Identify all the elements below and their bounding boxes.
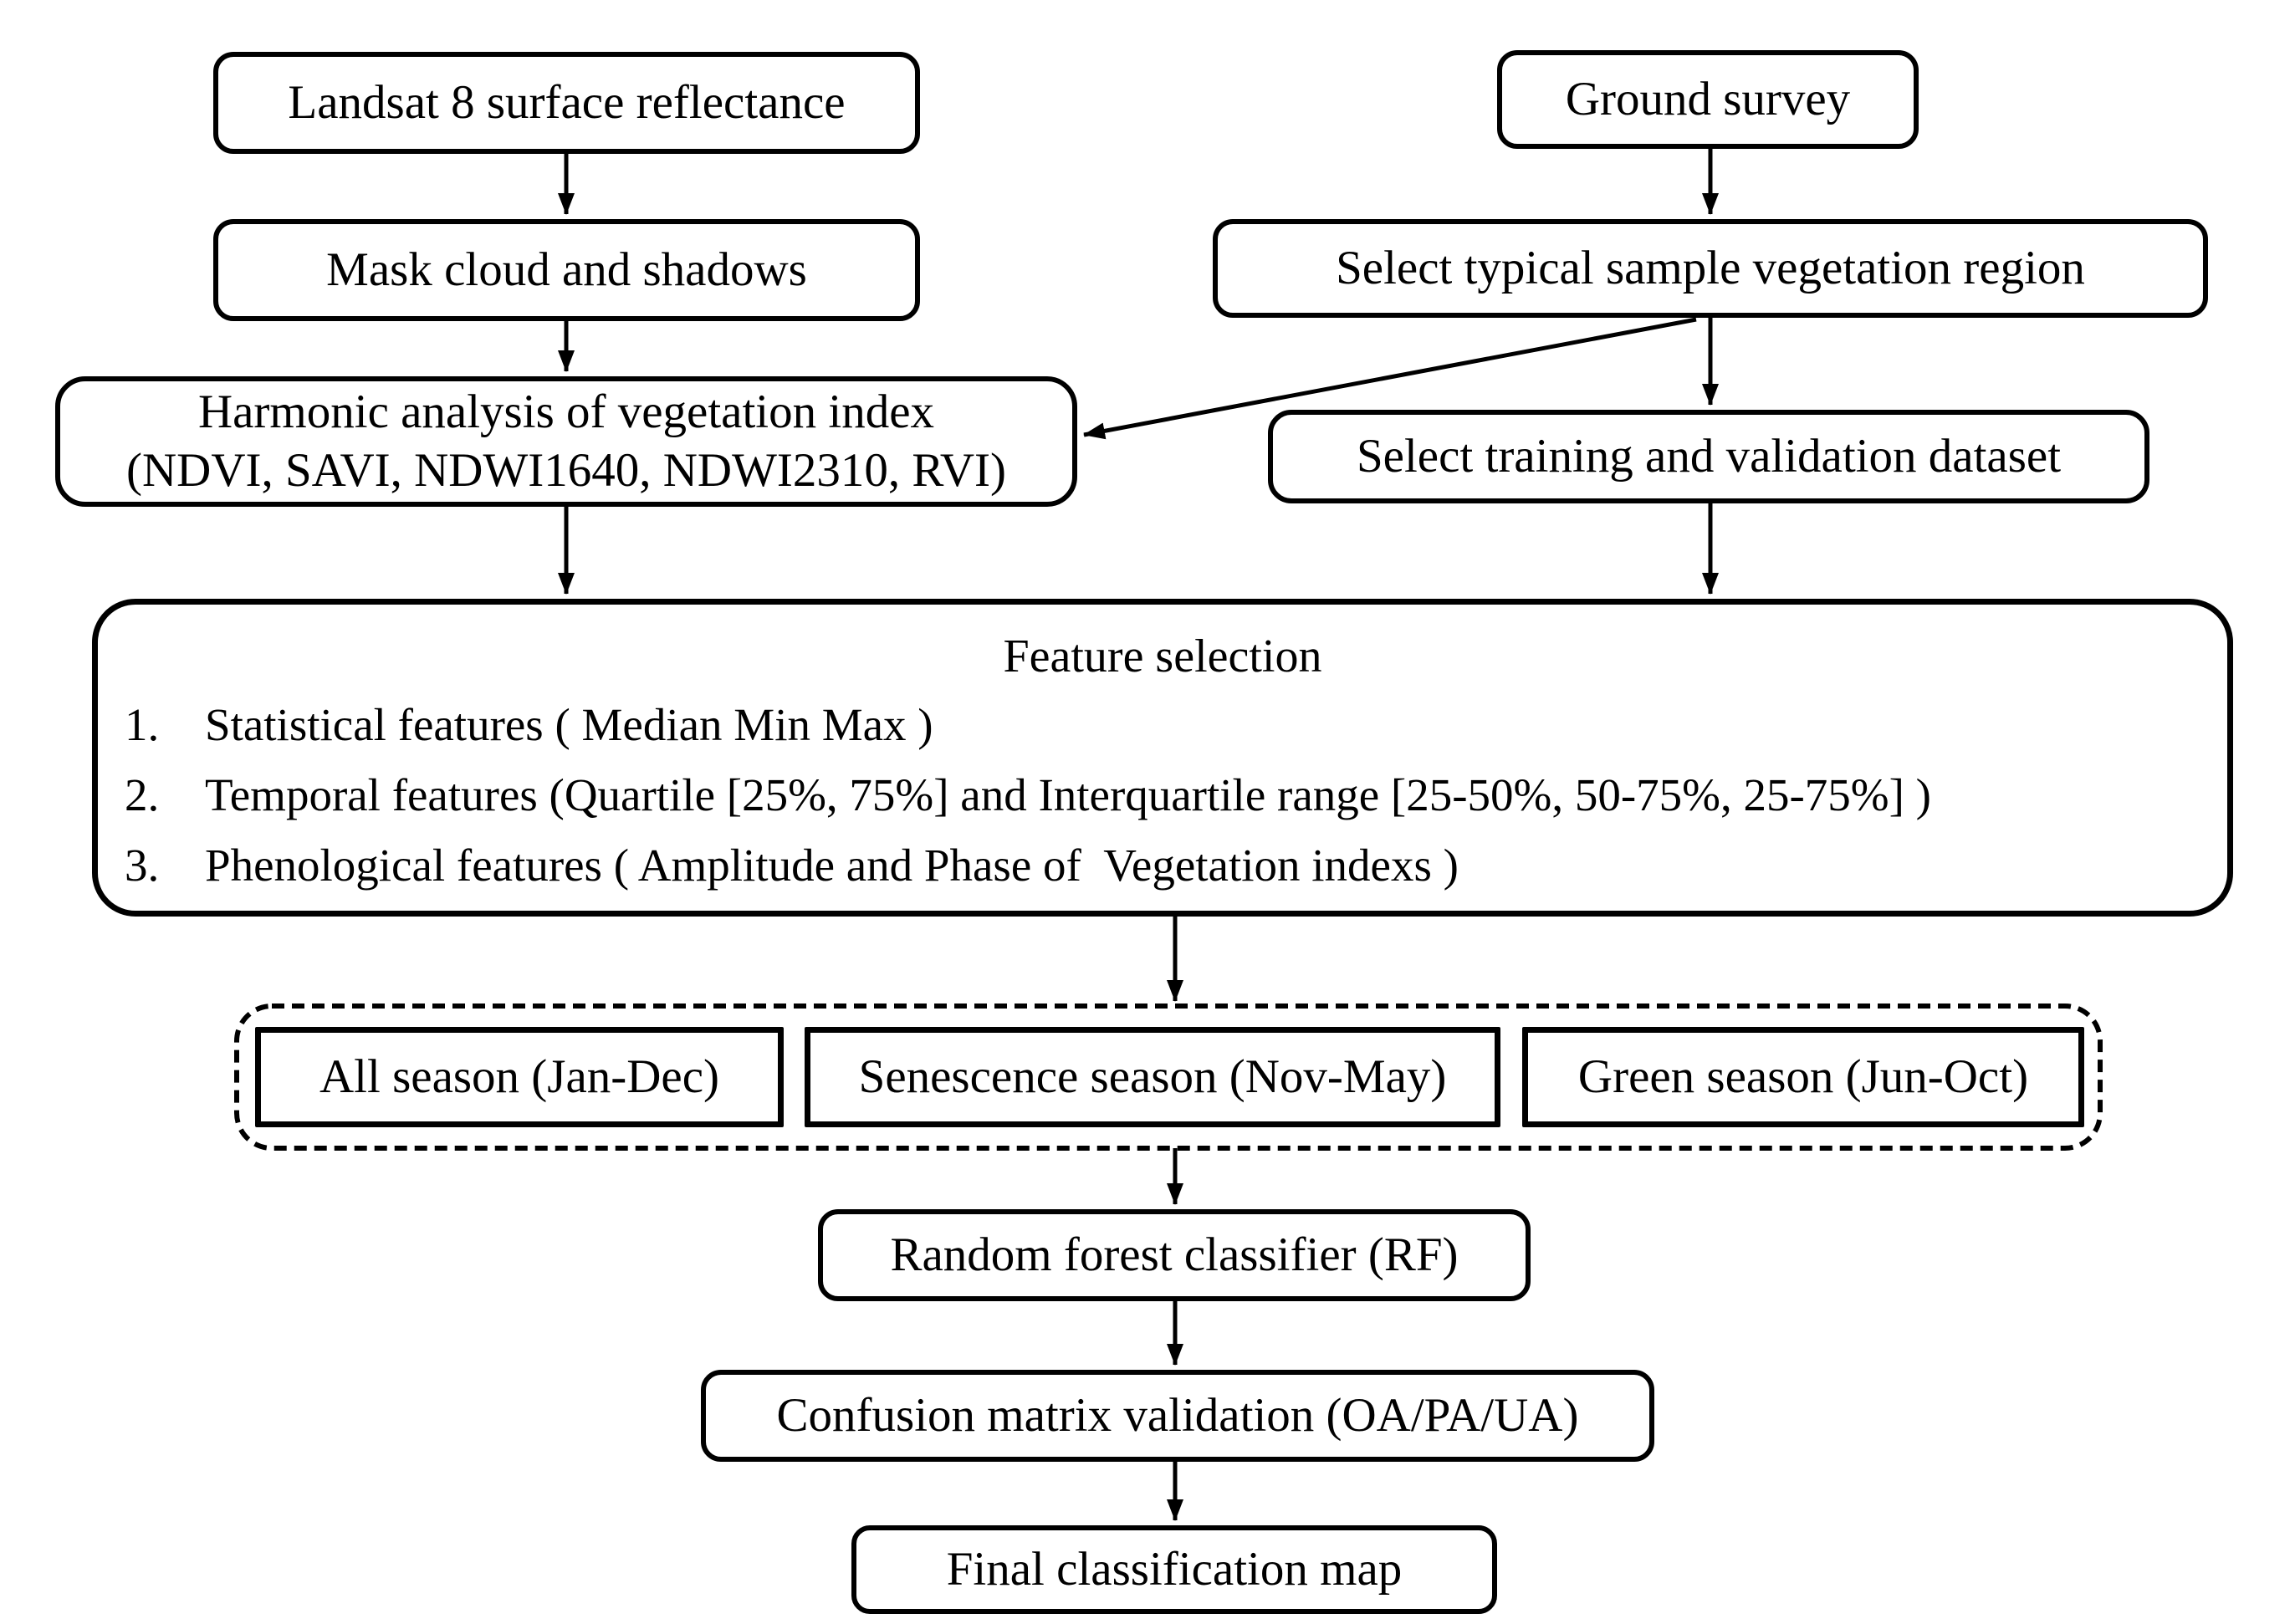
node-landsat-label: Landsat 8 surface reflectance — [288, 76, 846, 130]
node-final-map-label: Final classification map — [946, 1543, 1403, 1596]
node-random-forest: Random forest classifier (RF) — [818, 1209, 1531, 1301]
feature-selection-item: 1. Statistical features ( Median Min Max… — [98, 690, 2227, 760]
node-all-season: All season (Jan-Dec) — [255, 1027, 784, 1127]
feature-selection-item: 2. Temporal features (Quartile [25%, 75%… — [98, 760, 2227, 830]
feature-item-text: Temporal features (Quartile [25%, 75%] a… — [205, 769, 1931, 820]
feature-item-number: 1. — [125, 699, 160, 750]
node-random-forest-label: Random forest classifier (RF) — [890, 1228, 1459, 1282]
node-senescence-season-label: Senescence season (Nov-May) — [858, 1050, 1447, 1104]
node-confusion-matrix: Confusion matrix validation (OA/PA/UA) — [701, 1370, 1654, 1462]
node-feature-selection: Feature selection 1. Statistical feature… — [92, 599, 2233, 917]
feature-item-text: Phenological features ( Amplitude and Ph… — [205, 840, 1459, 891]
arrow-select-typical-to-harmonic — [1083, 317, 1697, 440]
node-green-season: Green season (Jun-Oct) — [1522, 1027, 2084, 1127]
node-harmonic-line1: Harmonic analysis of vegetation index — [197, 386, 935, 438]
feature-selection-title: Feature selection — [1003, 631, 1322, 682]
node-mask-cloud-label: Mask cloud and shadows — [326, 243, 807, 297]
node-select-training: Select training and validation dataset — [1268, 410, 2149, 503]
node-all-season-label: All season (Jan-Dec) — [319, 1050, 719, 1104]
node-harmonic-line2: (NDVI, SAVI, NDWI1640, NDWI2310, RVI) — [126, 444, 1006, 497]
feature-selection-item: 3. Phenological features ( Amplitude and… — [98, 830, 2227, 901]
node-ground-survey-label: Ground survey — [1565, 73, 1851, 126]
node-confusion-matrix-label: Confusion matrix validation (OA/PA/UA) — [776, 1389, 1579, 1443]
node-final-map: Final classification map — [851, 1525, 1497, 1614]
season-group-dashed-border — [234, 1004, 2103, 1151]
node-select-training-label: Select training and validation dataset — [1356, 430, 2062, 483]
feature-item-number: 3. — [125, 840, 160, 891]
node-harmonic-analysis: Harmonic analysis of vegetation index (N… — [55, 376, 1077, 507]
node-select-typical: Select typical sample vegetation region — [1213, 219, 2208, 318]
node-select-typical-label: Select typical sample vegetation region — [1336, 242, 2085, 295]
node-green-season-label: Green season (Jun-Oct) — [1577, 1050, 2029, 1104]
node-senescence-season: Senescence season (Nov-May) — [805, 1027, 1500, 1127]
node-landsat: Landsat 8 surface reflectance — [213, 52, 920, 154]
node-ground-survey: Ground survey — [1497, 50, 1919, 149]
node-mask-cloud: Mask cloud and shadows — [213, 219, 920, 321]
feature-item-text: Statistical features ( Median Min Max ) — [205, 699, 933, 750]
feature-item-number: 2. — [125, 769, 160, 820]
